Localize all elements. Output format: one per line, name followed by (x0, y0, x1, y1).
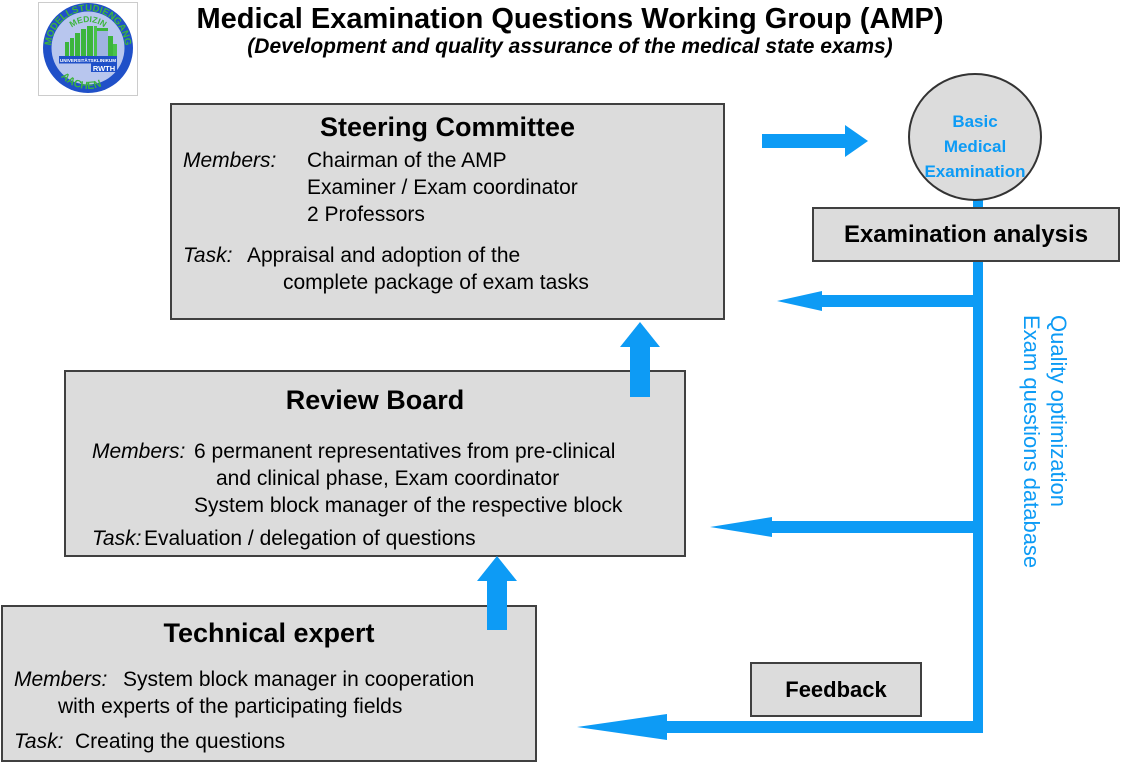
technical-expert-title: Technical expert (163, 618, 375, 648)
members-label: Members: (14, 668, 108, 691)
steering-committee-title: Steering Committee (319, 112, 576, 142)
arrow-to-review-shaft (768, 521, 978, 533)
steering-committee-box: Steering Committee Members: Chairman of t… (170, 103, 725, 320)
arrow-to-steering-head-icon (777, 291, 822, 311)
members-label: Members: (183, 149, 277, 172)
review-board-box: Review Board Members: 6 permanent represe… (64, 370, 686, 557)
examination-analysis-box: Examination analysis (812, 207, 1120, 262)
technical-members-1: with experts of the participating fields (58, 695, 403, 718)
steering-task-line: Task: Appraisal and adoption of the (172, 242, 723, 269)
page-subtitle: (Development and quality assurance of th… (247, 35, 893, 58)
feedback-label: Feedback (785, 676, 887, 702)
logo-banner (59, 56, 117, 64)
review-members-0: 6 permanent representatives from pre-cli… (194, 440, 616, 463)
circle-line-2: Medical (943, 136, 1007, 156)
circle-line-3: Examination (924, 161, 1026, 181)
trunk-line (973, 198, 983, 733)
members-label: Members: (92, 440, 186, 463)
technical-members-line: Members: System block manager in cooperat… (3, 666, 535, 693)
review-task-0: Evaluation / delegation of questions (144, 527, 476, 550)
steering-task-0: Appraisal and adoption of the (247, 244, 521, 267)
side-caption-line-1: Quality optimization (1046, 315, 1071, 507)
arrow-review-to-steering-head-icon (620, 322, 660, 347)
review-task-line: Task:Evaluation / delegation of question… (66, 525, 684, 552)
arrow-feedback-shaft (663, 721, 983, 733)
technical-members-0: System block manager in cooperation (123, 668, 475, 691)
arrow-to-circle-shaft (762, 134, 847, 148)
steering-members-2: 2 Professors (307, 203, 425, 226)
logo-brand-text: RWTH (93, 64, 115, 73)
logo-banner-brand-bg (91, 63, 117, 72)
task-label: Task: (14, 730, 64, 753)
arrow-review-to-steering-shaft (630, 345, 650, 397)
arrow-to-review-head-icon (710, 517, 772, 537)
technical-expert-box: Technical expert Members: System block ma… (1, 605, 537, 762)
task-label: Task: (183, 244, 233, 267)
review-members-2: System block manager of the respective b… (194, 494, 623, 517)
review-board-title: Review Board (285, 385, 465, 415)
rwth-aachen-logo: MODELLSTUDIENGANG MEDIZIN UNIVERSITÄTSKL… (38, 2, 138, 96)
feedback-box: Feedback (750, 662, 922, 717)
steering-members-1: Examiner / Exam coordinator (307, 176, 578, 199)
hospital-building-icon (65, 26, 117, 57)
steering-members-0: Chairman of the AMP (307, 149, 507, 172)
side-caption: Quality optimization Exam questions data… (1018, 315, 1072, 615)
examination-analysis-label: Examination analysis (843, 220, 1089, 248)
basic-medical-examination-node: Basic Medical Examination (908, 73, 1042, 201)
logo-banner-text: UNIVERSITÄTSKLINIKUM (60, 57, 116, 63)
arrow-technical-to-review-shaft (487, 579, 507, 630)
arrow-to-steering-shaft (818, 295, 978, 307)
review-members-1: and clinical phase, Exam coordinator (216, 467, 560, 490)
steering-members-line: Members: Chairman of the AMP (172, 147, 723, 174)
arrow-to-circle-head-icon (845, 125, 868, 157)
page-title: Medical Examination Questions Working Gr… (196, 3, 944, 35)
arrow-feedback-head-icon (577, 714, 667, 740)
technical-task-line: Task: Creating the questions (3, 728, 535, 755)
side-caption-line-2: Exam questions database (1019, 315, 1044, 569)
review-members-line: Members: 6 permanent representatives from… (66, 438, 684, 465)
circle-line-1: Basic (952, 111, 998, 131)
steering-task-1: complete package of exam tasks (283, 271, 589, 294)
technical-task-0: Creating the questions (75, 730, 286, 753)
task-label: Task: (92, 527, 142, 550)
arrow-technical-to-review-head-icon (477, 556, 517, 581)
